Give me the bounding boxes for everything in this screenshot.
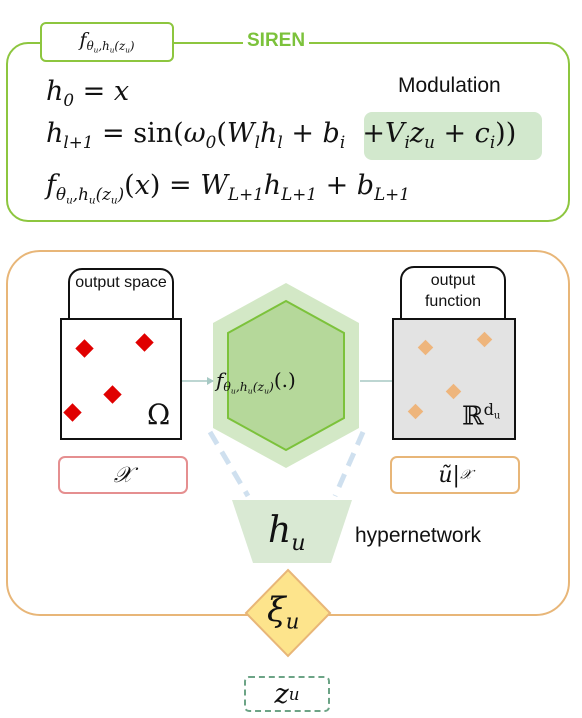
codomain-symbol: ℝdu (462, 400, 501, 432)
output-space-domain (60, 318, 182, 440)
omega-symbol: Ω (147, 398, 171, 431)
output-space-tab: output space (68, 268, 174, 324)
latent-diamond (244, 568, 332, 658)
equation-output: fθu,hu(zu)(x) = WL+1hL+1 + bL+1 (46, 170, 410, 207)
latent-symbol: ξu (267, 590, 300, 634)
dashed-guide-left (207, 430, 251, 498)
equation-layer: hl+1 = sin(ω0(Wlhl + bi +Vizu + ci)) (46, 118, 517, 152)
input-set-caption: 𝒳 (58, 456, 188, 494)
hypernetwork-symbol: hu (268, 510, 306, 556)
siren-label: SIREN (243, 30, 310, 52)
equation-h0: h0 = x (46, 76, 130, 110)
input-arrowhead (207, 377, 214, 385)
modulation-label: Modulation (398, 74, 501, 97)
modulation-highlight (364, 112, 542, 160)
network-hexagon (227, 299, 345, 452)
hypernetwork-label: hypernetwork (355, 524, 482, 547)
network-label: fθu,hu(zu)(.) (216, 368, 296, 397)
output-function-tab: output function (400, 266, 506, 322)
output-function-codomain (392, 318, 516, 440)
output-restriction-caption: ũ|𝒳 (390, 456, 520, 494)
siren-tag-formula: fθu,hu(zu) (79, 29, 135, 55)
hypernetwork-trapezoid (232, 500, 352, 563)
siren-tag: fθu,hu(zu) (40, 22, 174, 62)
dashed-guide-right (332, 430, 366, 498)
